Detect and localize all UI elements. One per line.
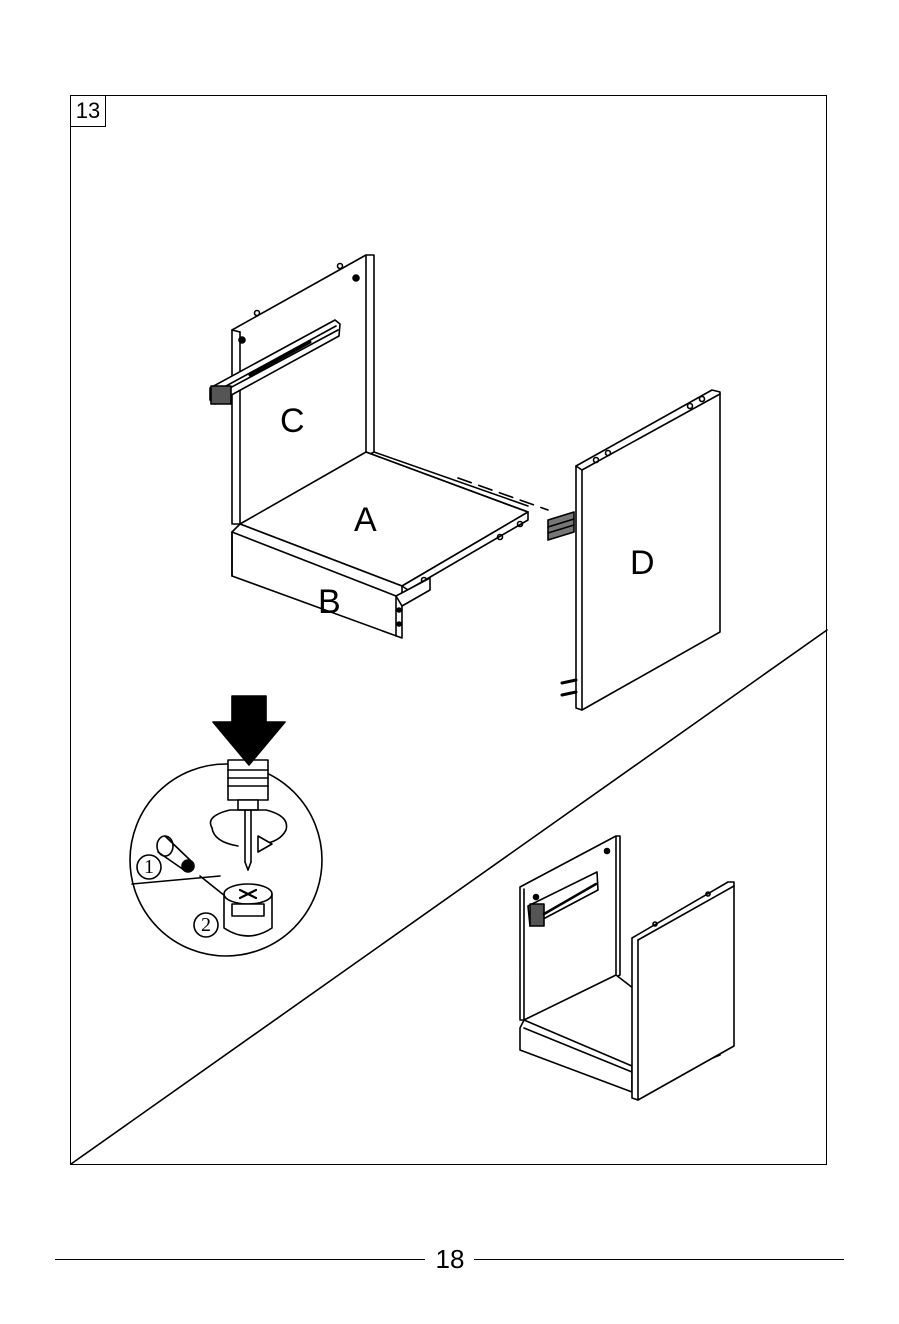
drawer-runner-right — [548, 512, 574, 540]
press-arrow-icon — [213, 696, 285, 765]
footer-rule-left — [55, 1259, 425, 1260]
footer-rule-right — [474, 1259, 844, 1260]
panel-label-a: A — [354, 503, 377, 537]
panel-label-b: B — [318, 585, 341, 619]
step-number: 13 — [70, 95, 106, 127]
marker-2-label: 2 — [198, 913, 214, 937]
panel-label-c: C — [280, 404, 305, 438]
marker-1-label: 1 — [141, 855, 157, 879]
panel-label-d: D — [630, 546, 655, 580]
finished-cabinet-shape — [520, 836, 734, 1100]
page-number: 18 — [418, 1244, 482, 1274]
